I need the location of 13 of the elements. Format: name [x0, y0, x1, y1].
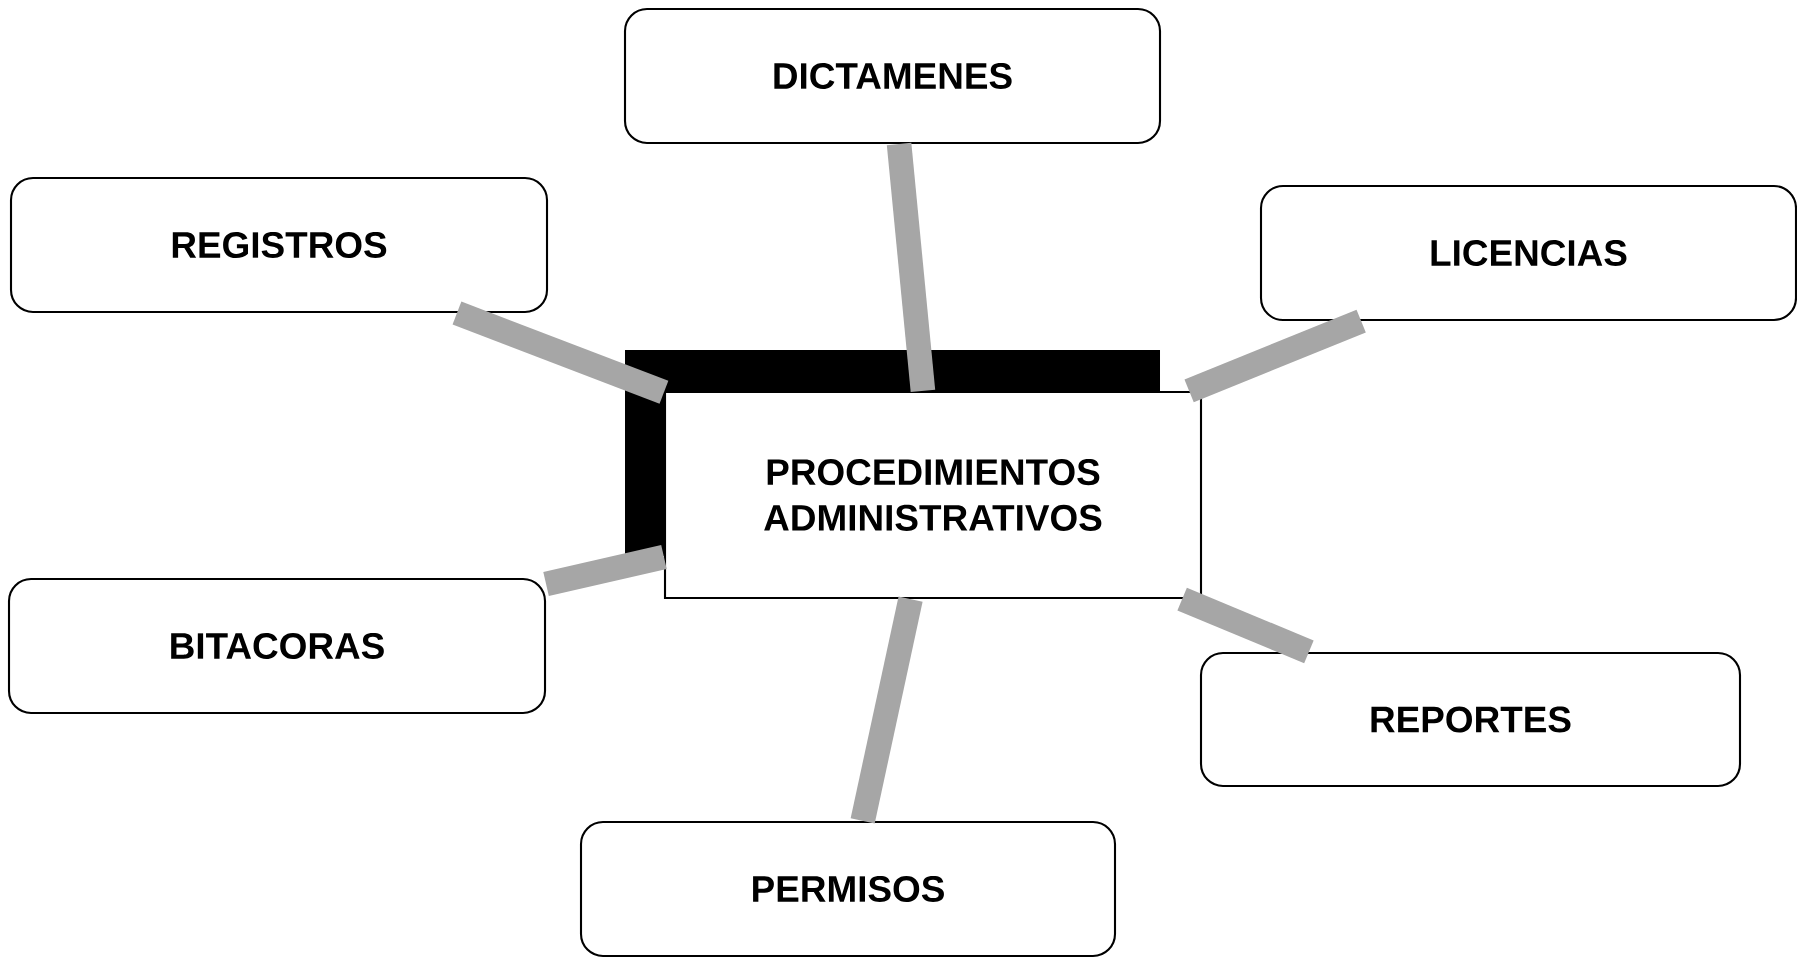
connector: [850, 596, 923, 824]
shadowed-box: PROCEDIMIENTOS ADMINISTRATIVOS: [625, 350, 1203, 600]
connector: [452, 301, 669, 404]
rounded-box: BITACORAS: [7, 577, 547, 715]
rounded-box: REGISTROS: [9, 176, 549, 314]
connector: [1184, 309, 1366, 403]
rounded-box: REPORTES: [1199, 651, 1742, 788]
connector: [543, 544, 667, 597]
rounded-box: PERMISOS: [579, 820, 1117, 958]
rounded-box: DICTAMENES: [623, 7, 1162, 145]
connector: [886, 142, 936, 393]
connector: [1177, 587, 1314, 664]
rounded-box: LICENCIAS: [1259, 184, 1797, 322]
